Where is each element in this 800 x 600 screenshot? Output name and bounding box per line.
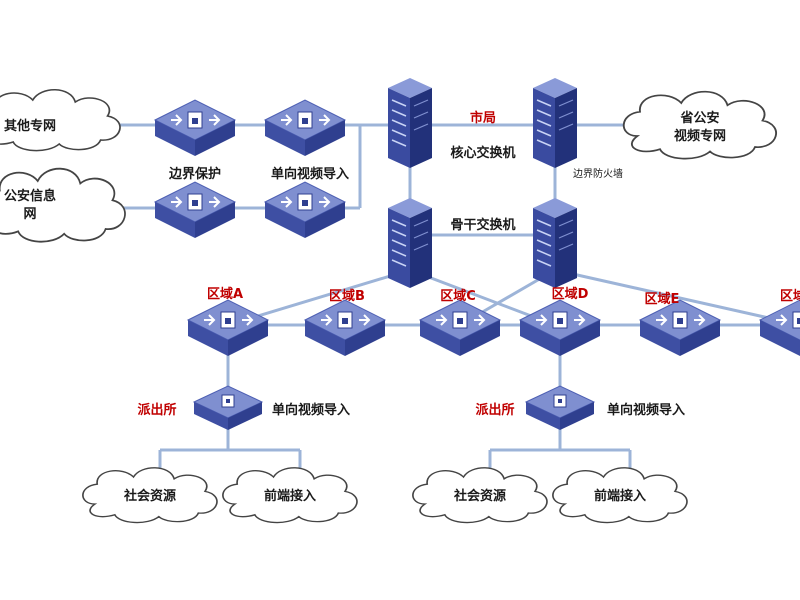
oneway-import-device-2 [264,181,346,239]
police-station-right-label: 派出所 [475,402,514,418]
region-a-device [187,299,269,357]
social-resources-left-label: 社会资源 [123,488,176,504]
region-d-label: 区域D [552,286,589,302]
police-station-left-device [193,385,263,431]
boundary-firewall-label: 边界防火墙 [573,167,623,180]
oneway-import-right-label: 单向视频导入 [607,402,685,418]
core-switch-server [387,77,433,169]
public-security-info-net-label-2: 网 [23,207,36,222]
region-a-label: 区域A [207,286,243,302]
boundary-protection-label: 边界保护 [168,166,221,182]
provincial-net-label-1: 省公安 [679,110,719,126]
backbone-switch-label: 骨干交换机 [450,217,515,233]
other-private-net-label: 其他专网 [4,118,56,134]
core-switch-label: 核心交换机 [450,145,515,161]
backbone-switch-server-left [387,197,433,289]
cloud-public-security-info-net [0,167,126,243]
city-bureau-label: 市局 [470,110,496,126]
provincial-net-label-2: 视频专网 [674,128,726,144]
police-station-left-label: 派出所 [137,402,176,418]
public-security-info-net-label-1: 公安信息 [4,188,56,204]
region-d-device [519,299,601,357]
region-c-label: 区域C [440,288,476,304]
police-station-right-device [525,385,595,431]
oneway-import-device-1 [264,99,346,157]
region-f-label: 区域F [780,288,800,304]
oneway-import-top-label: 单向视频导入 [271,166,349,182]
boundary-protection-device-1 [154,99,236,157]
region-f-device [759,299,800,357]
boundary-protection-device-2 [154,181,236,239]
social-resources-right-label: 社会资源 [453,488,506,504]
frontend-access-right-label: 前端接入 [594,488,646,504]
region-b-label: 区域B [329,288,365,304]
boundary-firewall-server [532,77,578,169]
backbone-switch-server-right [532,197,578,289]
region-e-label: 区域E [645,291,680,307]
region-b-device [304,299,386,357]
oneway-import-left-label: 单向视频导入 [272,402,350,418]
region-e-device [639,299,721,357]
frontend-access-left-label: 前端接入 [264,488,316,504]
